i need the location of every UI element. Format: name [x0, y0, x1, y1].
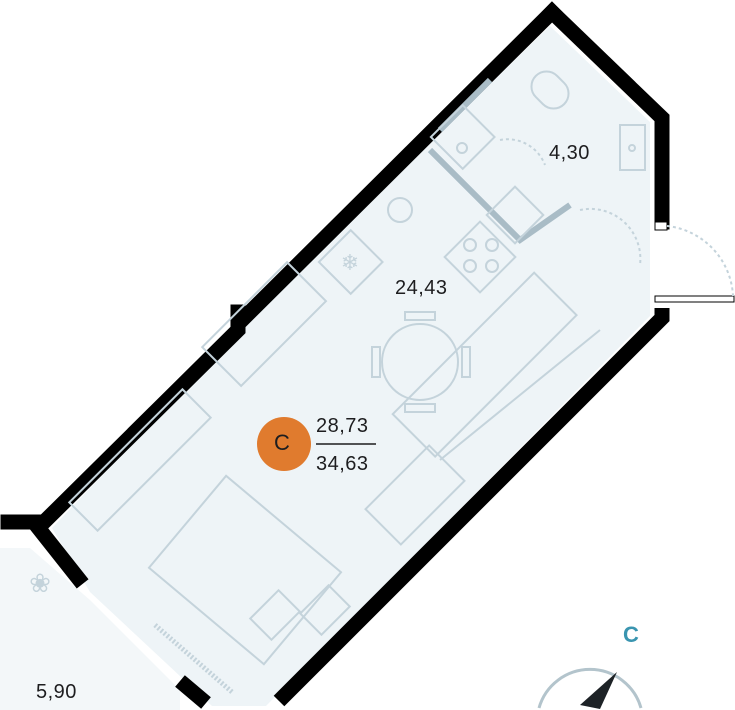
stove-icon: [443, 220, 517, 294]
shower-icon: [429, 103, 496, 171]
toilet-icon: [530, 70, 570, 110]
kitchen-sink-icon: [387, 197, 413, 223]
room-area-living: 24,43: [395, 277, 448, 299]
apartment-floor: [52, 26, 650, 706]
entrance-door[interactable]: [654, 221, 735, 303]
sofa-icon: [200, 260, 328, 388]
compass-ring: [537, 668, 643, 709]
wall: [175, 675, 211, 709]
svg-text:❀: ❀: [29, 568, 51, 598]
apartment-type-label: С: [274, 430, 291, 455]
bed-icon: [147, 474, 352, 666]
total-area: 34,63: [316, 453, 369, 475]
desk-icon: [364, 444, 466, 546]
balcony-floor: [0, 548, 180, 710]
fridge-icon: ❄: [317, 228, 384, 296]
partition: [437, 77, 493, 133]
svg-text:❄: ❄: [341, 250, 359, 275]
living-area: 28,73: [316, 415, 369, 437]
wardrobe-icon: [391, 271, 601, 461]
apartment-type-badge: [257, 417, 311, 471]
room-area-balcony: 5,90: [36, 681, 77, 703]
compass-needle-icon: [580, 672, 617, 709]
bathroom-door-swing: [499, 138, 546, 166]
wall: [541, 1, 670, 230]
wall: [273, 308, 670, 707]
wall: [29, 519, 89, 589]
wall: [233, 1, 563, 329]
dining-table-icon: [371, 311, 471, 413]
sink-icon: [619, 124, 646, 171]
tv-stand-icon: [67, 387, 213, 533]
compass-north-label: С: [623, 622, 640, 647]
washing-machine-icon: [485, 185, 545, 245]
room-door-swing: [579, 207, 642, 266]
radiator-icon: [153, 623, 234, 694]
partition: [427, 147, 572, 244]
plant-icon: ❀: [29, 568, 51, 598]
wall: [0, 304, 246, 530]
room-area-bathroom: 4,30: [549, 142, 590, 164]
